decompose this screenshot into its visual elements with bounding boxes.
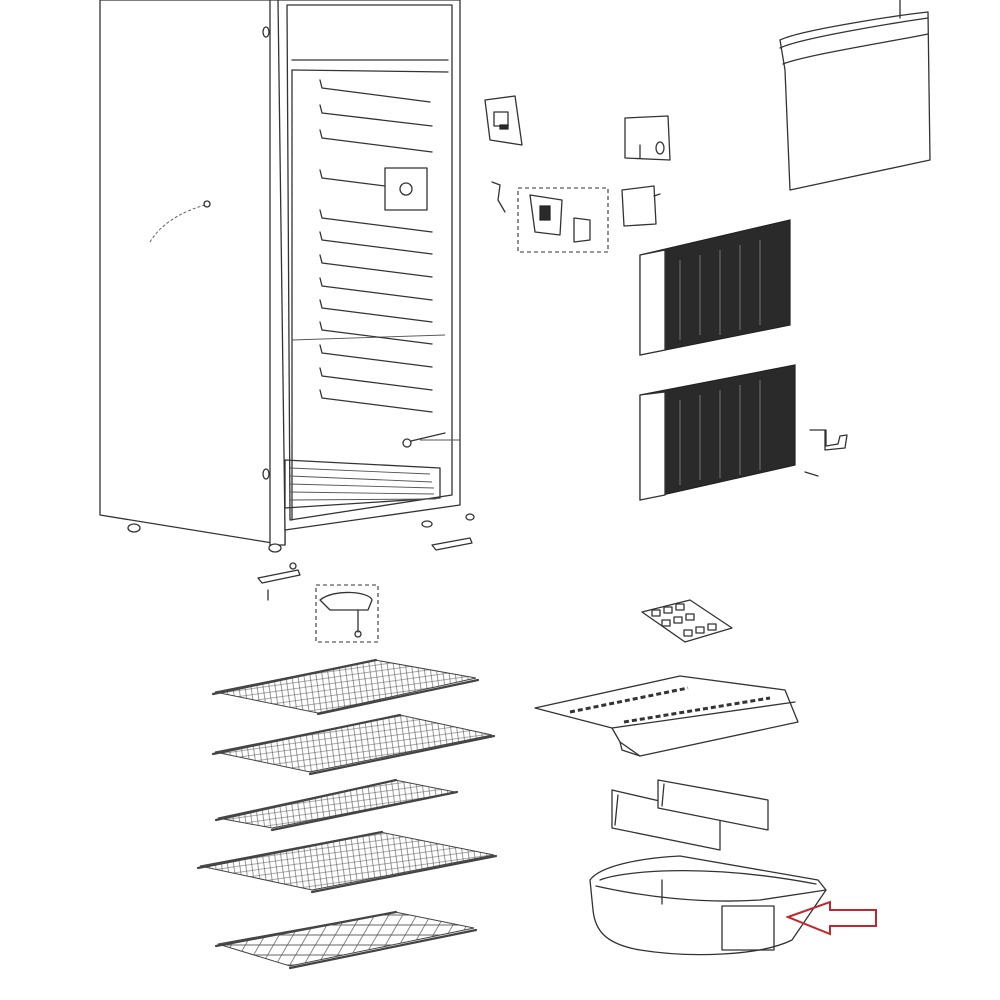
- crisper-drawer: [589, 855, 827, 956]
- front-hinge: [257, 513, 475, 601]
- arrow-left-icon: [785, 900, 877, 936]
- door-panel: [779, 0, 931, 191]
- thermostat-assembly: [491, 181, 609, 253]
- evaporator-coil-upper: [639, 219, 791, 356]
- wire-shelf-4: [196, 830, 498, 894]
- wire-shelf-3: [214, 778, 459, 832]
- crisper-cover: [534, 675, 799, 757]
- evaporator-coil-lower: [639, 364, 796, 501]
- cabinet: [99, 0, 286, 553]
- side-bracket: [804, 429, 848, 477]
- wire-shelf-1: [211, 658, 480, 716]
- thermostat-cover: [484, 95, 523, 146]
- wire-shelf-5: [214, 910, 478, 970]
- wire-shelf-2: [211, 713, 496, 776]
- crisper-divider-rear: [657, 779, 769, 831]
- bottom-grille: [284, 459, 441, 509]
- hinge-bracket: [315, 584, 379, 643]
- relay-box: [621, 185, 661, 227]
- foot-right: [268, 543, 282, 553]
- liner-rails: [319, 79, 433, 413]
- foot-left: [127, 523, 141, 533]
- ice-tray: [641, 599, 733, 643]
- inner-liner: [277, 0, 461, 531]
- light-cover: [624, 115, 671, 161]
